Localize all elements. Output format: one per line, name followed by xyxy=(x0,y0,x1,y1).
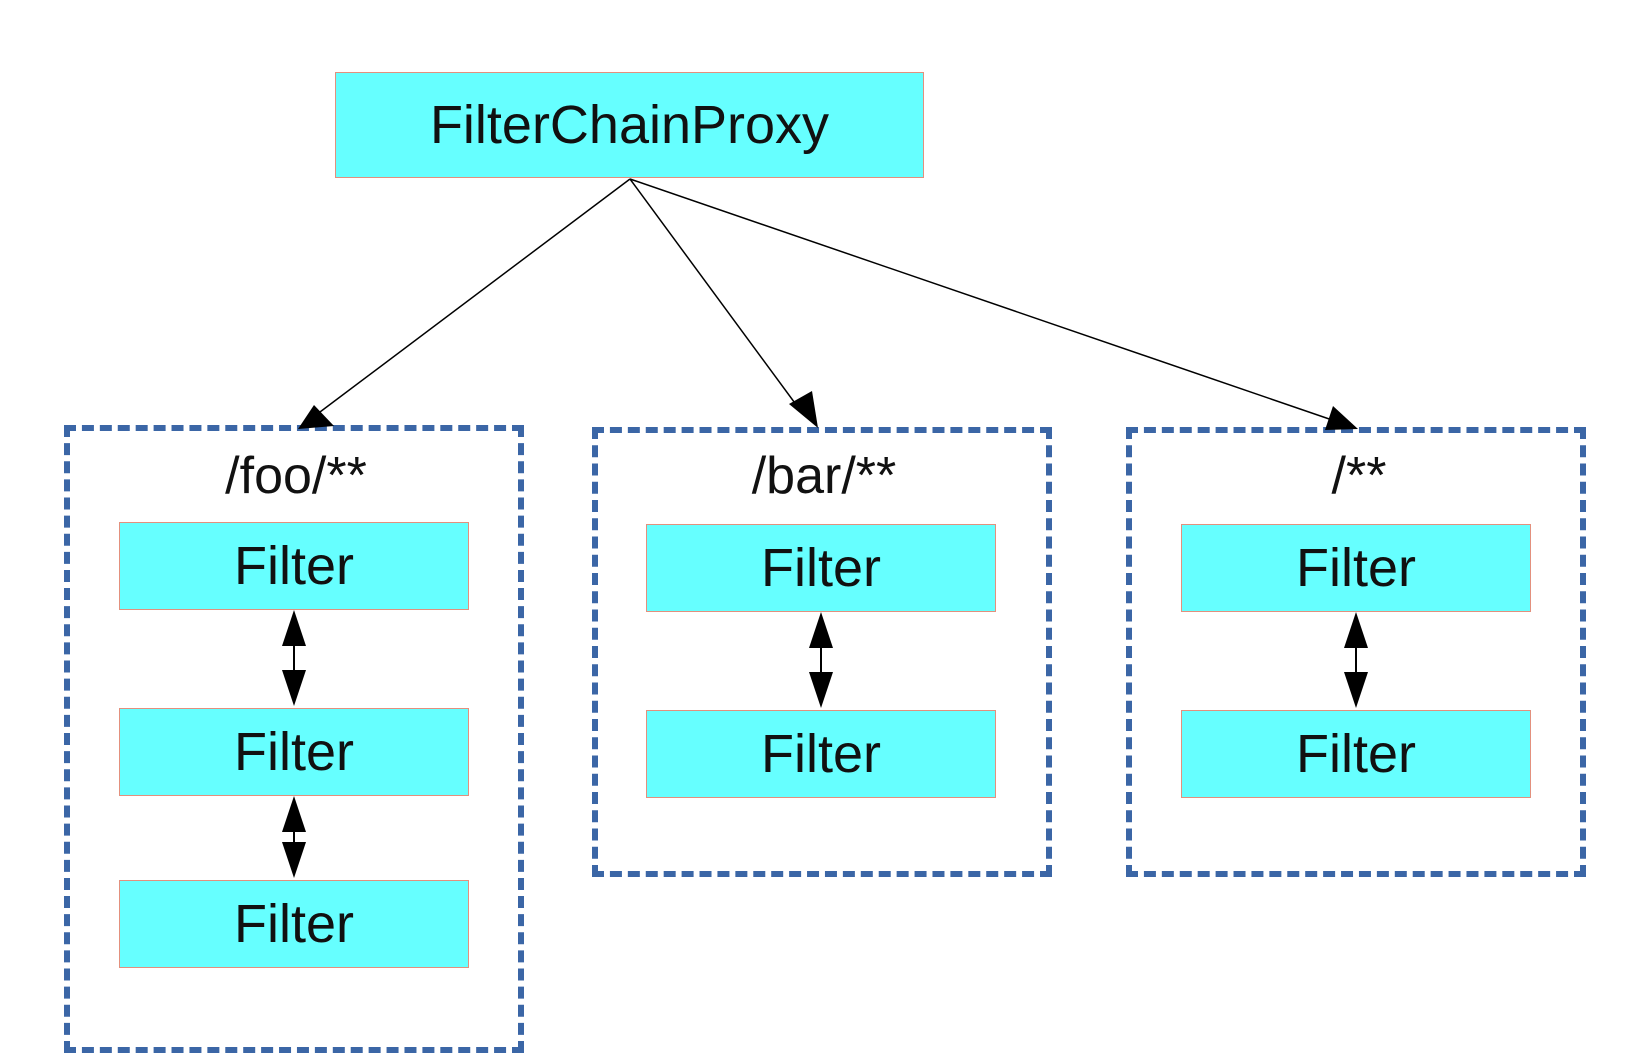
chain-group-all xyxy=(1126,427,1586,877)
chain-group-bar xyxy=(592,427,1052,877)
connector-proxy-to-foo xyxy=(311,178,631,419)
connector-proxy-to-all xyxy=(629,178,1339,423)
filter-node: Filter xyxy=(646,524,996,612)
filter-node: Filter xyxy=(119,708,469,796)
group-label-all: /** xyxy=(1331,447,1387,505)
filter-node: Filter xyxy=(1181,710,1531,798)
chain-group-foo xyxy=(64,425,524,1053)
connector-proxy-to-bar xyxy=(629,178,801,411)
filter-node: Filter xyxy=(119,880,469,968)
group-label-foo: /foo/** xyxy=(225,447,367,505)
group-label-bar: /bar/** xyxy=(751,447,897,505)
filter-chain-proxy-node: FilterChainProxy xyxy=(335,72,924,178)
filter-node: Filter xyxy=(1181,524,1531,612)
filter-node: Filter xyxy=(646,710,996,798)
arrowhead-bar xyxy=(789,391,818,428)
filter-node: Filter xyxy=(119,522,469,610)
